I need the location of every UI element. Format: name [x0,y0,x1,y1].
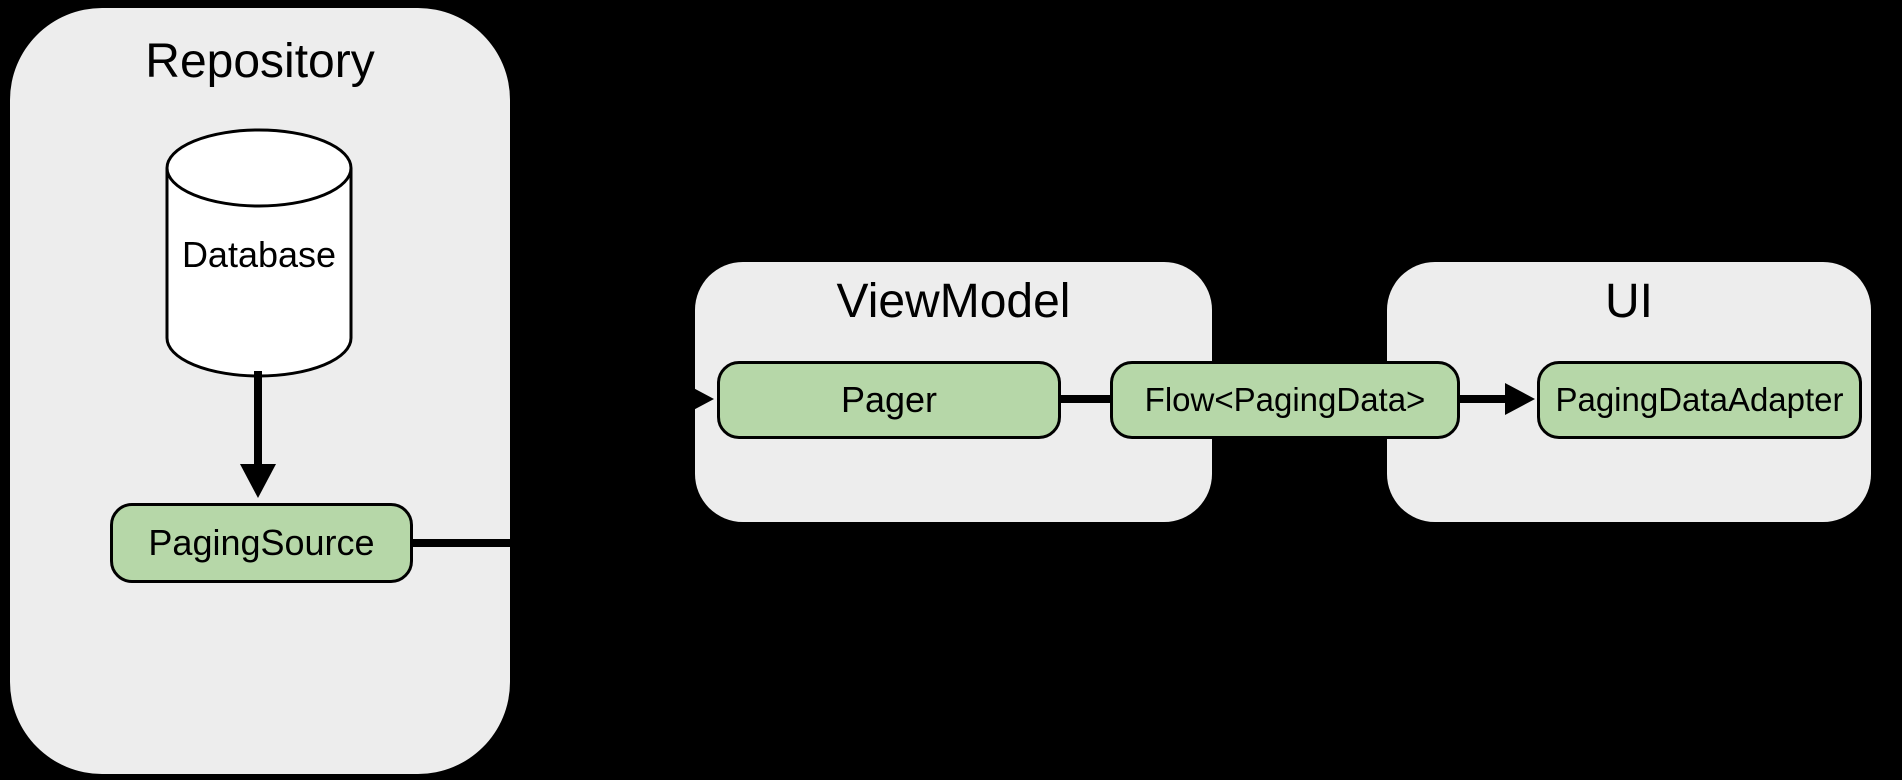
flow-pagingdata-label: Flow<PagingData> [1144,381,1426,418]
pagingsource-label: PagingSource [148,522,375,563]
pagingdataadapter-node: PagingDataAdapter [1537,361,1862,439]
pagingdataadapter-label: PagingDataAdapter [1555,381,1844,418]
flow-pagingdata-node: Flow<PagingData> [1110,361,1460,439]
edge-pager-to-flow [1058,395,1113,403]
arrowhead-right-icon [684,383,714,415]
pager-node: Pager [717,361,1061,439]
pager-label: Pager [840,379,938,420]
edge-pagingsource-to-pager [410,539,511,547]
edge-database-to-pagingsource [254,371,262,467]
edge-flow-to-adapter [1457,395,1509,403]
viewmodel-title: ViewModel [836,275,1071,328]
cylinder-top [165,128,353,208]
repository-title: Repository [145,35,375,88]
ui-title: UI [1605,275,1653,328]
arrowhead-down-icon [240,464,276,498]
database-label: Database [181,234,337,275]
pagingsource-node: PagingSource [110,503,413,583]
arrowhead-right-icon [1505,383,1535,415]
